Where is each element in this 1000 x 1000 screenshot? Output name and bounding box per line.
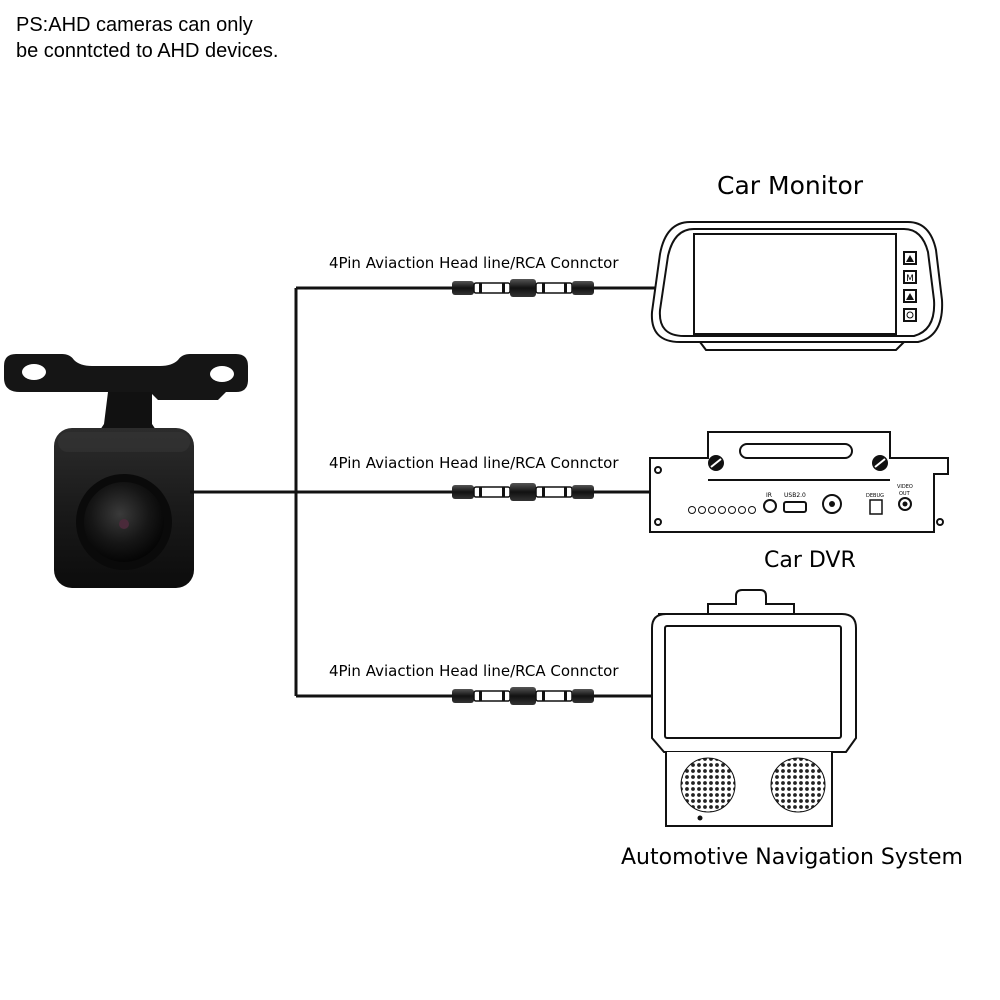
- dvr-lock-knob: [822, 494, 842, 514]
- dvr-video-out-port: [898, 497, 912, 511]
- dvr-video-label: VIDEO: [897, 484, 913, 490]
- navigation-system-icon: [651, 589, 857, 827]
- dvr-out-label: OUT: [899, 491, 911, 497]
- note-line-1: PS:AHD cameras can only: [16, 14, 253, 36]
- svg-text:M: M: [906, 274, 914, 284]
- dvr-ir-label: IR: [766, 492, 772, 499]
- dvr-debug-label: DEBUG: [866, 493, 884, 499]
- cable-connector-icon: [451, 686, 595, 706]
- cable-connector-icon: [451, 278, 595, 298]
- dvr-io-port-row: [688, 506, 756, 514]
- car-dvr-title: Car DVR: [764, 548, 856, 573]
- dvr-disk-slot: [739, 443, 853, 459]
- monitor-up-button: [903, 251, 917, 265]
- navigation-screen: [664, 625, 842, 739]
- navigation-speaker-right: [770, 757, 826, 813]
- camera-mount-bracket: [4, 354, 248, 400]
- car-dvr-icon: [649, 431, 949, 533]
- ahd-compatibility-note: PS:AHD cameras can only be conntcted to …: [16, 12, 278, 64]
- dvr-ir-port: [763, 499, 777, 513]
- monitor-screen: [693, 233, 897, 335]
- dvr-debug-port: [869, 499, 883, 515]
- car-monitor-icon: M: [650, 221, 944, 351]
- camera-lens-center: [119, 519, 129, 529]
- car-monitor-title: Car Monitor: [717, 171, 864, 200]
- dvr-usb-label: USB2.0: [784, 492, 806, 499]
- note-line-2: be conntcted to AHD devices.: [16, 40, 279, 62]
- camera-icon: [4, 354, 248, 588]
- mount-hole-left: [22, 364, 46, 380]
- dvr-usb-port: [783, 501, 807, 513]
- cable-label-monitor: 4Pin Aviaction Head line/RCA Connctor: [329, 254, 619, 272]
- cable-connector-icon: [451, 482, 595, 502]
- cable-label-dvr: 4Pin Aviaction Head line/RCA Connctor: [329, 454, 619, 472]
- camera-neck: [96, 392, 160, 436]
- monitor-power-button: [903, 308, 917, 322]
- cable-label-navigation: 4Pin Aviaction Head line/RCA Connctor: [329, 662, 619, 680]
- navigation-speaker-left: [680, 757, 736, 813]
- monitor-up-button-2: [903, 289, 917, 303]
- navigation-system-title: Automotive Navigation System: [621, 845, 963, 870]
- mount-hole-right: [210, 366, 234, 382]
- monitor-m-button: [903, 270, 917, 284]
